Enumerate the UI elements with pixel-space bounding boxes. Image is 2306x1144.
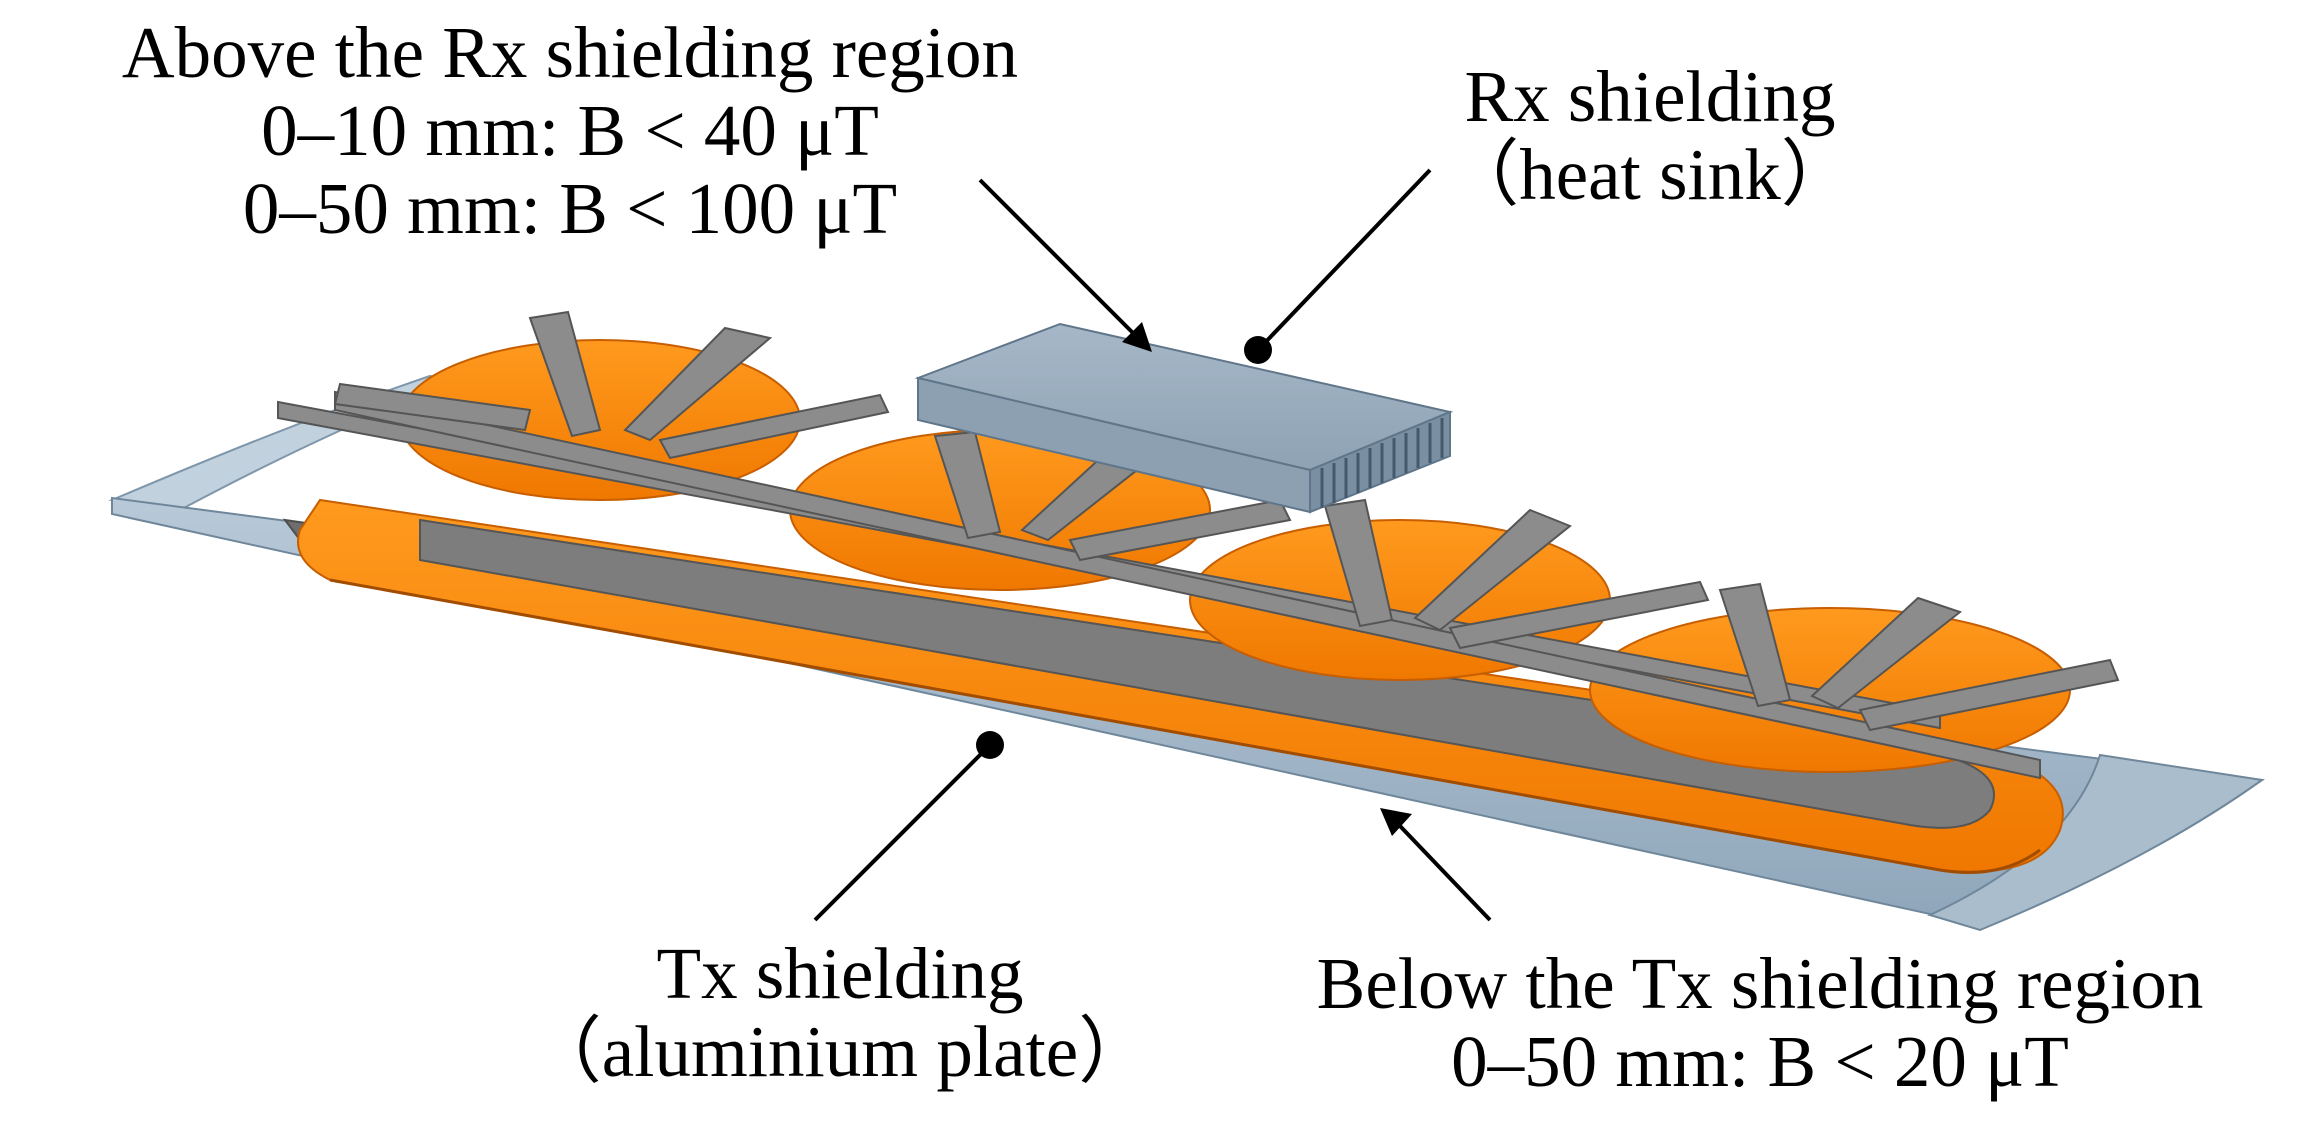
- arrowhead-above-rx: [1122, 322, 1152, 352]
- ferrite-spoke: [933, 430, 1002, 540]
- tx-track-edge: [329, 578, 2041, 874]
- annotation-tx-shielding: Tx shielding （aluminium plate）: [490, 935, 1190, 1091]
- annotation-line: Below the Tx shielding region: [1316, 943, 2204, 1024]
- ferrite-spoke: [333, 382, 532, 432]
- annotation-line: Tx shielding: [656, 933, 1024, 1014]
- annotation-line: Rx shielding: [1464, 56, 1836, 137]
- pointer-markers: [976, 322, 1412, 836]
- annotation-line: Above the Rx shielding region: [121, 12, 1019, 93]
- leader-below-tx: [1398, 824, 1492, 922]
- dot-tx-shielding: [976, 731, 1004, 759]
- heatsink-fins: [1320, 418, 1444, 508]
- leader-rx-shielding: [1256, 168, 1432, 352]
- annotation-rx-shielding: Rx shielding （heat sink）: [1390, 58, 1910, 214]
- ferrite-spoke: [658, 393, 890, 460]
- ferrite-spoke: [1718, 582, 1792, 708]
- annotation-line: （aluminium plate）: [528, 1011, 1152, 1092]
- rx-heat-sink: [914, 322, 1454, 514]
- leaders: [813, 168, 1492, 922]
- ferrite-spoke: [1810, 596, 1963, 710]
- annotation-line: 0–50 mm: B < 20 μT: [1451, 1021, 2069, 1102]
- ferrite-spoke: [1413, 508, 1572, 632]
- ferrite-spoke: [1068, 498, 1292, 562]
- plate-right-curl: [1927, 753, 2265, 932]
- leader-above-rx: [978, 178, 1142, 342]
- annotation-line: 0–50 mm: B < 100 μT: [242, 168, 898, 249]
- ferrite-spoke: [1323, 498, 1394, 628]
- ferrite-spoke: [1448, 580, 1710, 650]
- ferrite-bars: [277, 310, 2120, 780]
- dot-rx-shielding: [1244, 336, 1272, 364]
- ferrite-spoke: [623, 326, 773, 442]
- ferrite-spoke: [1858, 658, 2120, 732]
- annotation-line: 0–10 mm: B < 40 μT: [261, 90, 879, 171]
- annotation-above-rx-region: Above the Rx shielding region 0–10 mm: B…: [0, 14, 1140, 248]
- annotation-line: （heat sink）: [1446, 134, 1854, 215]
- arrowhead-below-tx: [1380, 808, 1412, 836]
- ferrite-spoke: [528, 310, 602, 438]
- leader-tx-shielding: [813, 743, 992, 922]
- annotation-below-tx-region: Below the Tx shielding region 0–50 mm: B…: [1220, 945, 2300, 1101]
